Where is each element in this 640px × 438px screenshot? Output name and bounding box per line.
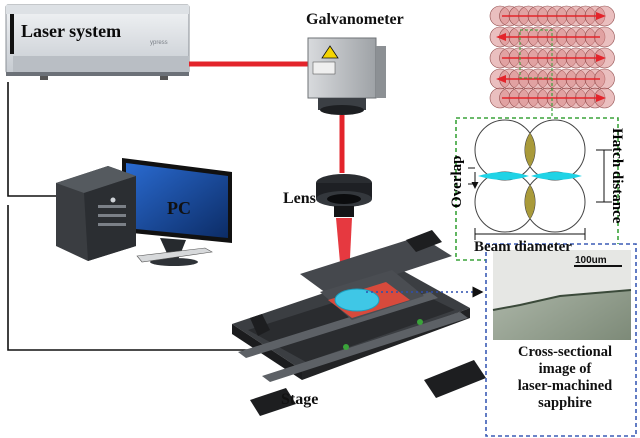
laser-system-label: Laser system (21, 21, 122, 41)
beam-diameter-label: Beam diameter (474, 239, 572, 255)
caption-line-2: image of (538, 361, 592, 377)
galvanometer-label: Galvanometer (306, 11, 404, 28)
overlap-label: Overlap (449, 155, 465, 209)
connection-cables (7, 82, 252, 351)
focusing-lens (316, 174, 372, 217)
svg-text:ypress: ypress (150, 40, 168, 46)
scale-bar-label: 100um (575, 255, 607, 266)
stage-label: Stage (281, 391, 319, 408)
hatch-distance-label: Hatch distance (609, 128, 625, 224)
pc-label: PC (167, 198, 191, 218)
scan-pattern-illustration (487, 2, 621, 109)
beam-overlap-inset (455, 78, 619, 261)
laser-spot-rows (489, 5, 615, 109)
xy-translation-stage (232, 230, 486, 416)
caption-line-4: sapphire (538, 395, 592, 411)
pc-workstation (56, 158, 232, 266)
caption-line-3: laser-machined (517, 378, 613, 394)
micrograph-caption: Cross-sectional image of laser-machined … (495, 344, 635, 412)
galvanometer-head (307, 37, 386, 115)
cross-section-inset (485, 243, 637, 437)
laser-system-unit: ypress (5, 4, 190, 80)
caption-line-1: Cross-sectional (518, 344, 612, 360)
lens-label: Lens (283, 190, 316, 207)
